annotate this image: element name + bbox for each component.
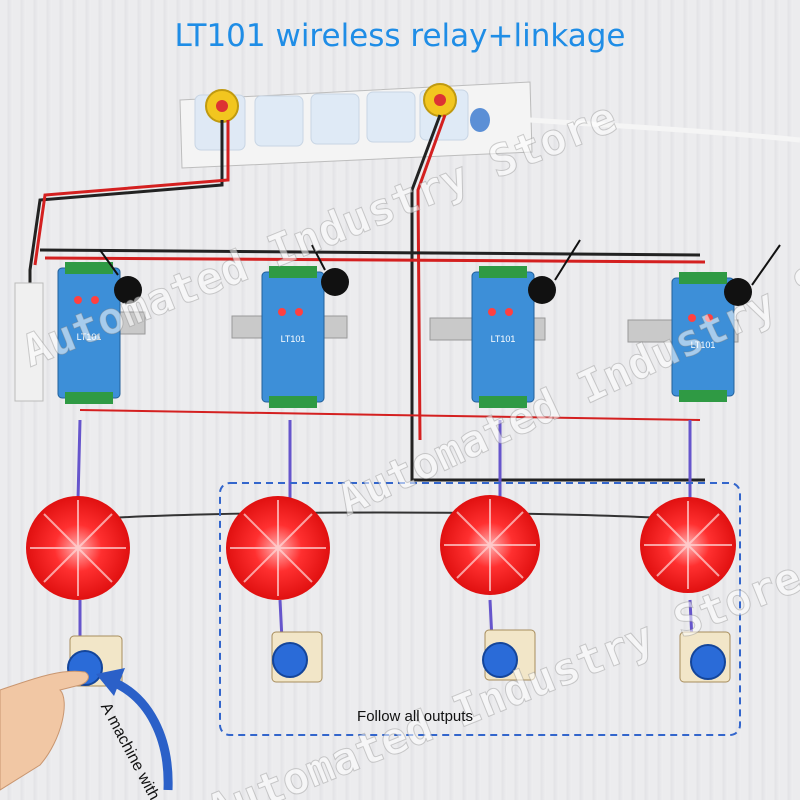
relay-module: LT101 (471, 239, 581, 408)
module-label: LT101 (77, 332, 102, 342)
module-label: LT101 (691, 340, 716, 350)
circuit-breaker (14, 282, 44, 402)
relay-module: LT101 (261, 244, 349, 408)
power-strip (179, 81, 800, 169)
page-title: LT101 wireless relay+linkage (174, 18, 626, 54)
linkage-group-box (219, 482, 741, 736)
push-button (690, 644, 726, 680)
push-button (482, 642, 518, 678)
relay-module: LT101 (57, 249, 142, 404)
input-arrow (106, 675, 173, 791)
group-caption: Follow all outputs (357, 708, 473, 725)
relay-module: LT101 (671, 244, 781, 402)
warning-lights (26, 495, 736, 600)
pointing-hand (0, 670, 89, 791)
module-label: LT101 (281, 334, 306, 344)
relay-modules: LT101 LT101 LT101 (57, 239, 781, 408)
arrow-head (96, 668, 125, 696)
module-label: LT101 (491, 334, 516, 344)
push-button (272, 642, 308, 678)
